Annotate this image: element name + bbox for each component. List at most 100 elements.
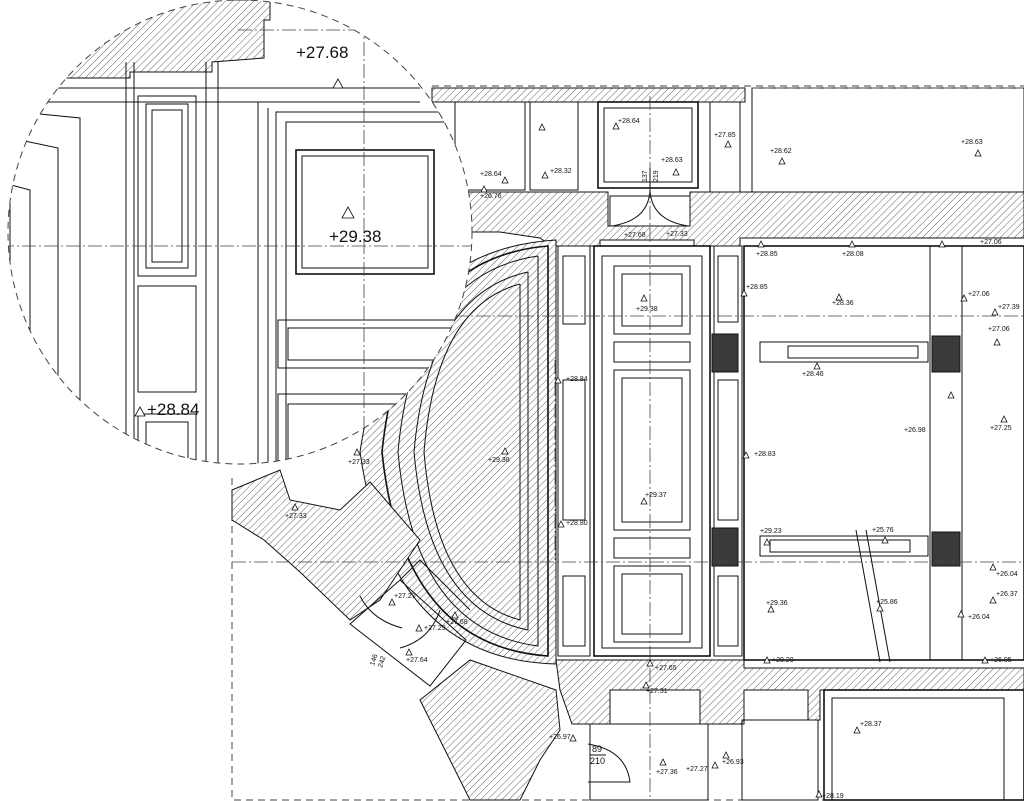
pier-4 [931, 531, 961, 567]
pilaster-panel-r3 [717, 575, 739, 647]
elev-e46: +26.97 [549, 734, 571, 741]
axis-lines [232, 96, 1024, 800]
door-dim-d1: 137 [642, 170, 649, 182]
mag-gallery-outer [275, 111, 472, 464]
elev-e11: +27.06 [980, 239, 1002, 246]
elev-e38: +27.68 [446, 619, 468, 626]
mag-pilaster-1-in [145, 103, 189, 269]
gallery-panel-mid-in [621, 377, 683, 523]
room-top-right [751, 87, 1024, 193]
room-top-2 [529, 101, 579, 191]
elev-e3: +28.62 [770, 148, 792, 155]
east-hall [743, 245, 1024, 661]
elev-e4: +28.63 [961, 139, 983, 146]
wall-top-row [431, 87, 746, 103]
elevation-marker-icon [134, 406, 146, 417]
door-swing-bottom [587, 743, 631, 783]
mag-panel-lower-in [287, 403, 472, 464]
room-bottom-2 [741, 719, 819, 801]
elev-e18: +29.38 [636, 306, 658, 313]
elevation-marker-icon [881, 536, 889, 544]
elevation-marker-icon [569, 734, 577, 742]
elev-e28: +27.33 [285, 513, 307, 520]
gallery-panel-bot [613, 565, 691, 643]
elevation-marker-icon [740, 289, 748, 297]
elevation-marker-icon [938, 240, 946, 248]
door-dim-d3: 146 [369, 653, 379, 666]
elevation-marker-icon [672, 168, 680, 176]
elevation-marker-icon [813, 362, 821, 370]
mag-panel-lower [277, 393, 472, 464]
mag-gallery-inner [285, 121, 472, 464]
elevation-marker-icon [554, 376, 562, 384]
elev-e33: +27.27 [394, 593, 416, 600]
door-dim-d2: 219 [653, 170, 660, 182]
elevation-marker-icon [538, 123, 546, 131]
elev-e42: +26.05 [990, 657, 1012, 664]
mag-pilaster-1 [137, 95, 197, 277]
mag-elev-m3: +28.84 [147, 400, 199, 419]
mag-strip-in [287, 327, 472, 361]
elev-e49: +26.93 [722, 759, 744, 766]
elev-e41: +29.20 [772, 657, 794, 664]
elev-e26: +29.38 [488, 457, 510, 464]
wall-upper-horizontal [451, 191, 1024, 247]
door-swing-diag [359, 595, 441, 649]
mag-pilaster-1-in2 [151, 109, 183, 263]
elevation-marker-icon [981, 656, 989, 664]
pier-3 [711, 527, 739, 567]
elevation-marker-icon [642, 681, 650, 689]
elev-e6: +28.32 [550, 168, 572, 175]
elev-e34: +29.36 [766, 600, 788, 607]
room-bottom-3 [823, 689, 1024, 801]
pier-1 [711, 333, 739, 373]
elev-e19: +27.06 [988, 326, 1010, 333]
mag-pilaster-2 [137, 285, 197, 393]
pilaster-panel-r2 [717, 379, 739, 521]
elevation-marker-icon [501, 447, 509, 455]
elev-e8: +26.76 [480, 193, 502, 200]
gallery-central [593, 245, 711, 657]
mag-wall-top-line [8, 87, 420, 103]
elev-e35: +25.86 [876, 599, 898, 606]
mag-panel-main-in [301, 155, 429, 269]
elev-e25: +27.33 [348, 459, 370, 466]
elev-e43: +27.65 [655, 665, 677, 672]
elev-e24: +28.83 [754, 451, 776, 458]
beam-upper-in [787, 345, 919, 359]
elev-e5: +28.64 [480, 171, 502, 178]
door-dim-d5: 89 [592, 744, 602, 754]
elev-e14: +28.85 [746, 284, 768, 291]
elevation-marker-icon [991, 308, 999, 316]
beam-upper [759, 341, 929, 363]
elev-e39: +26.04 [968, 614, 990, 621]
elevation-marker-icon [451, 611, 459, 619]
elevation-marker-icon [763, 656, 771, 664]
door-dim-d4: 242 [377, 655, 387, 668]
pilaster-panel-l3 [562, 575, 586, 647]
elevation-marker-icon [415, 624, 423, 632]
elev-e2: +27.85 [714, 132, 736, 139]
elev-e21: +28.84 [566, 376, 588, 383]
elevation-marker-icon [848, 240, 856, 248]
elevation-marker-icon [388, 598, 396, 606]
room-top-vestibule-inner [603, 107, 693, 183]
wall-diagonal-lower [419, 659, 561, 801]
wall-lower-horizontal [555, 659, 1024, 725]
elevation-marker-icon [947, 391, 955, 399]
elev-e48: +27.27 [686, 766, 708, 773]
elevation-marker-icon [659, 758, 667, 766]
gallery-inner [601, 255, 703, 649]
semicircle-ring-4 [423, 283, 521, 621]
elevation-marker-icon [993, 338, 1001, 346]
elevation-marker-icon [332, 78, 344, 89]
wall-diagonal-wing [231, 469, 421, 621]
semicircle-ring-2 [397, 255, 539, 647]
elev-e47: +27.36 [656, 769, 678, 776]
magnifier-outline [7, 0, 473, 465]
elevation-marker-icon [557, 520, 565, 528]
diagonal-rooms [349, 559, 471, 687]
gallery-panel-bot-in [621, 573, 683, 635]
elevation-marker-icon [989, 596, 997, 604]
elevation-marker-icon [767, 605, 775, 613]
